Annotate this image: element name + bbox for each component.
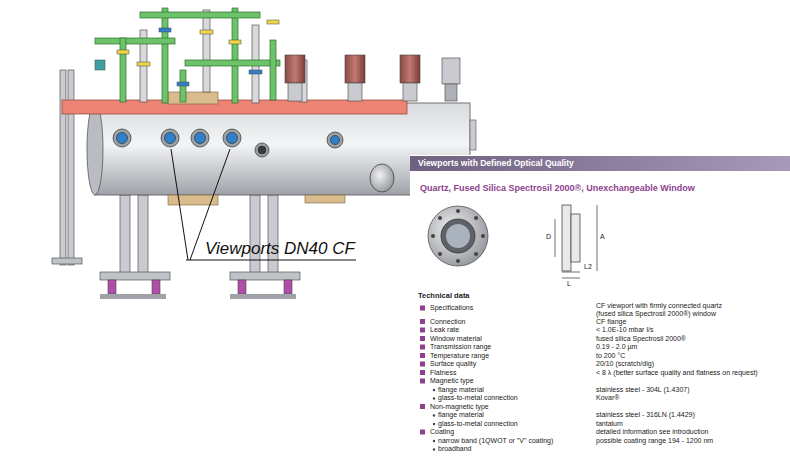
bullet-square [420, 306, 425, 311]
callout-label: Viewports DN40 CF [205, 239, 355, 259]
section-heading: Technical data [418, 292, 470, 301]
spec-value: fused silica Spectrosil 2000® [596, 335, 686, 343]
spec-label: Window material [430, 335, 482, 343]
bullet-square [420, 353, 425, 358]
bullet-square [420, 328, 425, 333]
spec-value: stainless steel - 304L (1.4307) [596, 386, 690, 394]
spec-value: < 1.0E-10 mbar l/s [596, 326, 653, 334]
spec-label: Magnetic type [430, 377, 474, 385]
spec-sub-label: flange material [438, 386, 484, 394]
spec-value: tantalum [596, 420, 623, 428]
bullet-square [420, 379, 425, 384]
dimension-letter: L2 [584, 263, 592, 271]
product-subtitle: Quartz, Fused Silica Spectrosil 2000®, U… [420, 183, 695, 193]
spec-value: 0.19 - 2.0 µm [596, 343, 637, 351]
spec-value: 20/10 (scratch/dig) [596, 360, 654, 368]
spec-value: Kovar® [596, 394, 619, 402]
spec-value: possible coating range 194 - 1200 nm [596, 437, 713, 445]
header-band: Viewports with Defined Optical Quality [410, 156, 790, 171]
spec-label: Connection [430, 318, 465, 326]
spec-label: Specifications [430, 304, 473, 312]
header-text: Viewports with Defined Optical Quality [418, 158, 782, 169]
spec-sub-label: glass-to-metal connection [438, 394, 518, 402]
bullet-square [420, 430, 425, 435]
spec-label: Surface quality [430, 360, 476, 368]
bullet-dot [433, 423, 435, 425]
spec-label: Leak rate [430, 326, 459, 334]
bullet-dot [433, 448, 435, 450]
spec-label: Flatness [430, 369, 456, 377]
bullet-square [420, 404, 425, 409]
spec-label: Coating [430, 428, 454, 436]
bullet-dot [433, 397, 435, 399]
bullet-square [420, 345, 425, 350]
spec-sub-label: broadband [438, 445, 471, 453]
dimension-letter: A [600, 233, 605, 241]
spec-sub-label: glass-to-metal connection [438, 420, 518, 428]
spec-value: CF flange [596, 318, 626, 326]
spec-value: to 200 °C [596, 352, 625, 360]
bullet-dot [433, 414, 435, 416]
dimension-letter: L [567, 280, 571, 288]
spec-label: Temperature range [430, 352, 489, 360]
spec-label: Non-magnetic type [430, 403, 489, 411]
spec-sub-label: narrow band (1QWOT or "V" coating) [438, 437, 553, 445]
bullet-square [420, 319, 425, 324]
spec-value: < 8 λ (better surface quality and flatne… [596, 369, 758, 377]
bullet-dot [433, 389, 435, 391]
spec-label: Transmission range [430, 343, 491, 351]
spec-value: detailed information see introduction [596, 428, 708, 436]
spec-sub-label: flange material [438, 411, 484, 419]
spec-value: CF viewport with firmly connected quartz… [596, 302, 726, 318]
spec-value: stainless steel - 316LN (1.4429) [596, 411, 695, 419]
bullet-square [420, 362, 425, 367]
bullet-square [420, 370, 425, 375]
dimension-letter: D [546, 233, 551, 241]
bullet-dot [433, 440, 435, 442]
bullet-square [420, 336, 425, 341]
